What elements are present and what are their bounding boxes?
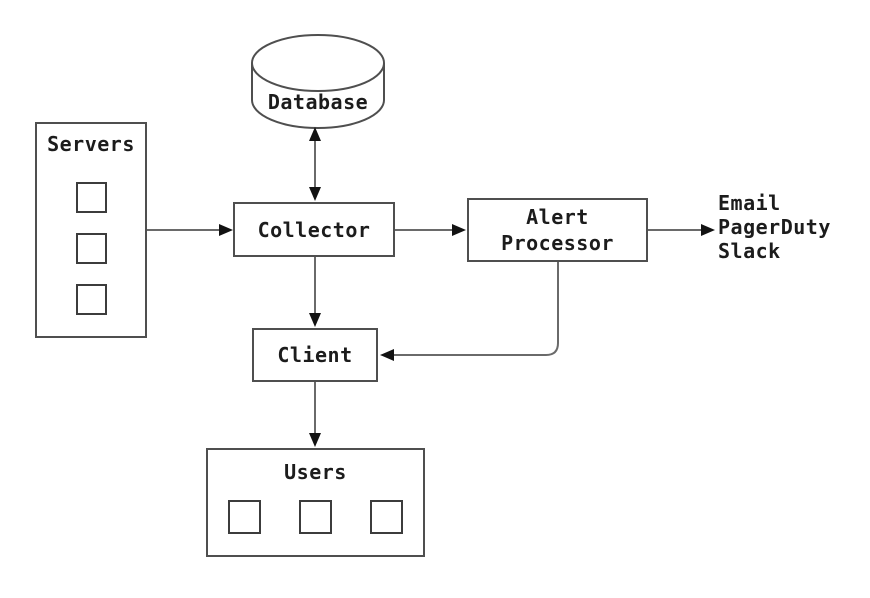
- edge-servers-to-collector: [147, 224, 233, 236]
- user-square: [228, 500, 261, 534]
- user-square: [370, 500, 403, 534]
- servers-node: Servers: [35, 122, 147, 338]
- collector-node-label: Collector: [257, 217, 371, 242]
- edge-alert-processor-to-client: [380, 262, 559, 361]
- client-node: Client: [252, 328, 378, 382]
- notification-target-pagerduty: PagerDuty: [718, 215, 831, 239]
- client-node-label: Client: [277, 343, 353, 367]
- edge-alert-processor-to-notifications: [648, 224, 715, 236]
- servers-node-label: Servers: [47, 132, 135, 156]
- notification-target-email: Email: [718, 191, 781, 215]
- alert-processor-node: Alert Processor: [467, 198, 648, 262]
- user-items: [208, 500, 423, 534]
- database-node-label: Database: [267, 90, 369, 114]
- collector-node: Collector: [233, 202, 395, 257]
- edge-collector-to-alert-processor: [395, 224, 466, 236]
- user-square: [299, 500, 332, 534]
- alert-processor-label-line2: Processor: [501, 231, 614, 255]
- users-node-label: Users: [284, 460, 347, 484]
- notification-target-slack: Slack: [718, 239, 781, 263]
- database-cylinder: [251, 34, 385, 129]
- edge-database-collector-bidirectional: [309, 127, 321, 201]
- edge-client-to-users: [309, 382, 321, 447]
- server-square: [75, 233, 107, 264]
- server-square: [75, 182, 107, 213]
- users-node: Users: [206, 448, 425, 557]
- notification-targets: Email PagerDuty Slack: [718, 191, 831, 263]
- server-square: [75, 284, 107, 315]
- edge-collector-to-client: [309, 257, 321, 327]
- server-items: [37, 182, 145, 315]
- alert-processor-label-line1: Alert: [526, 205, 589, 229]
